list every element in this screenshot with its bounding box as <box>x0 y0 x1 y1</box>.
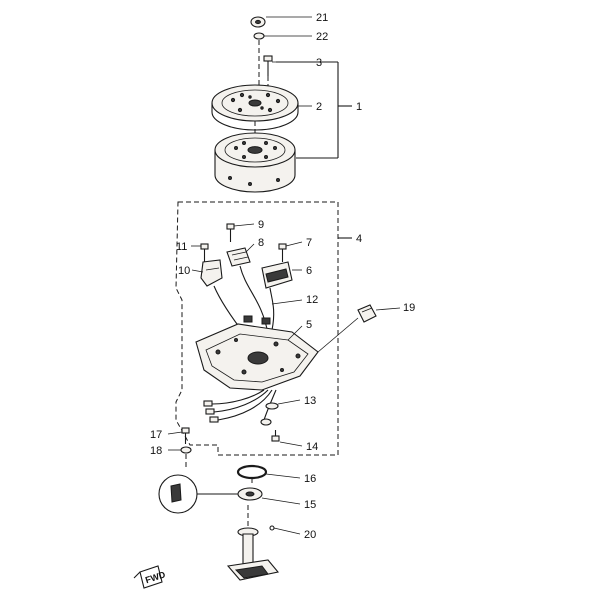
nut-part <box>250 16 266 28</box>
screw-11-part <box>200 243 209 262</box>
callout-16: 16 <box>304 473 316 485</box>
callout-11: 11 <box>176 241 187 253</box>
callout-17: 17 <box>150 429 162 441</box>
flywheel-cover-part <box>211 84 299 131</box>
bearing-15-part <box>237 487 263 501</box>
detail-magnifier <box>158 474 238 514</box>
callout-19: 19 <box>403 302 415 314</box>
callout-6: 6 <box>306 265 312 277</box>
callout-3: 3 <box>316 57 322 69</box>
washer-18-part <box>180 446 192 454</box>
screw-9-part <box>226 223 235 242</box>
callout-13: 13 <box>304 395 316 407</box>
callout-9: 9 <box>258 219 264 231</box>
washer-part <box>253 32 265 40</box>
callout-8: 8 <box>258 237 264 249</box>
callout-12: 12 <box>306 294 318 306</box>
callout-14: 14 <box>306 441 318 453</box>
callout-10: 10 <box>178 265 190 277</box>
connector-19-part <box>357 304 377 323</box>
lead-wires-13-part <box>203 389 279 426</box>
pulser-coil-10-part <box>200 259 223 287</box>
flywheel-part <box>214 132 296 193</box>
o-ring-16-part <box>236 464 268 480</box>
screw-7-part <box>278 243 287 262</box>
callout-18: 18 <box>150 445 162 457</box>
shaft-part <box>226 525 280 581</box>
fwd-label: FWD <box>144 569 167 585</box>
callout-labels: 21 22 3 2 1 9 4 11 8 7 10 6 12 19 5 13 1… <box>150 12 415 541</box>
callout-21: 21 <box>316 12 328 24</box>
callout-1: 1 <box>356 101 362 113</box>
screw-17-part <box>181 427 190 444</box>
callout-5: 5 <box>306 319 312 331</box>
callout-22: 22 <box>316 31 328 43</box>
screw-14-part <box>271 430 280 442</box>
coil-8-part <box>226 247 251 267</box>
fwd-direction-mark: FWD <box>133 565 167 589</box>
callout-7: 7 <box>306 237 312 249</box>
callout-20: 20 <box>304 529 316 541</box>
callout-15: 15 <box>304 499 316 511</box>
callout-2: 2 <box>316 101 322 113</box>
charge-coil-6-part <box>261 261 293 289</box>
leader-lines <box>167 16 401 535</box>
stator-base-plate-part <box>195 315 319 391</box>
flywheel-screw-part <box>263 55 273 76</box>
callout-4: 4 <box>356 233 362 245</box>
